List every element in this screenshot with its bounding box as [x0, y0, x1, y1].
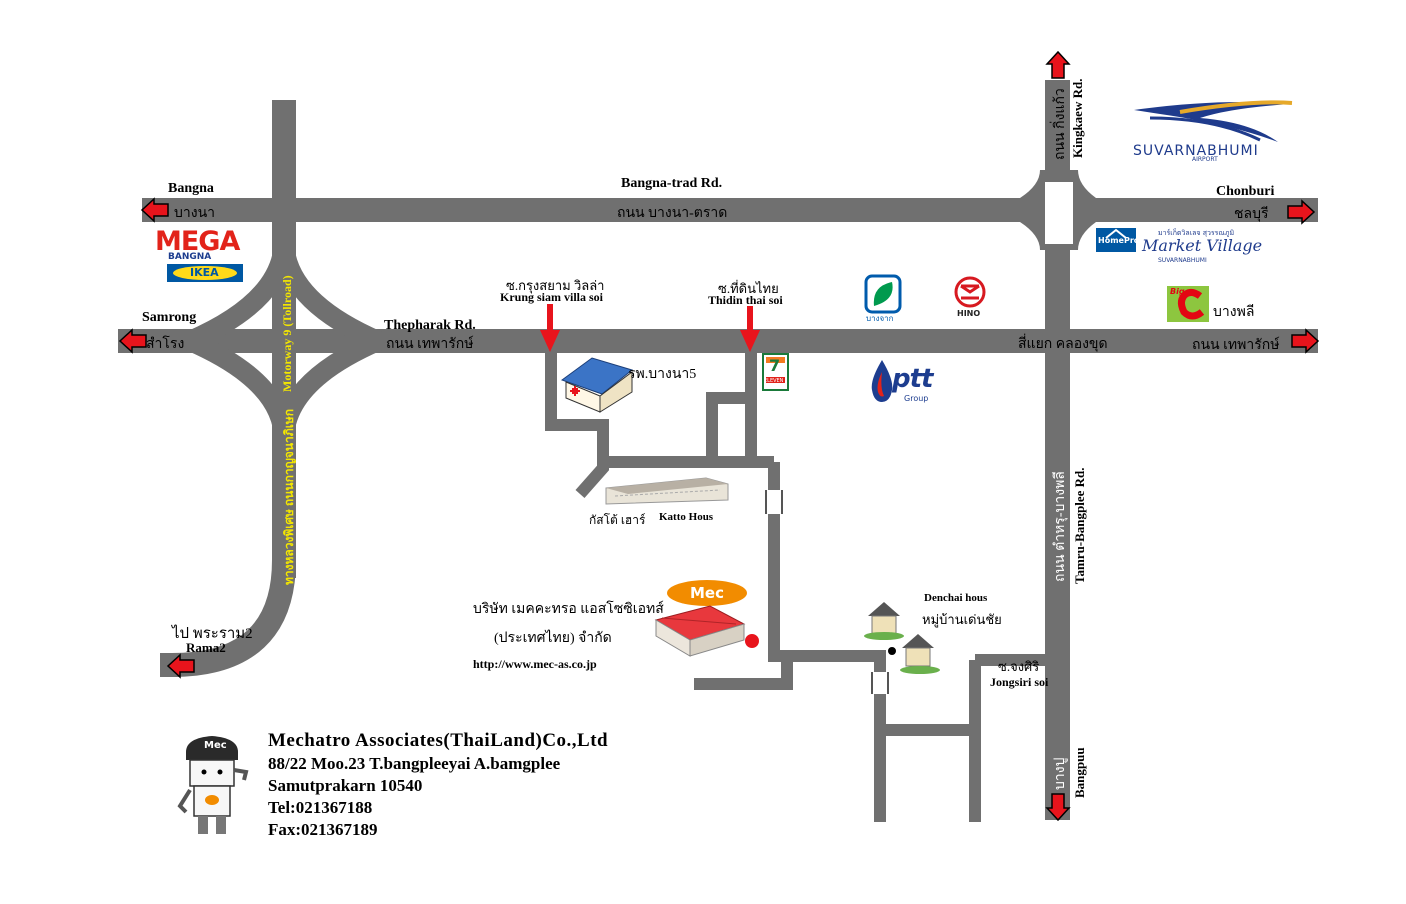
- company-fax: Fax:021367189: [268, 820, 378, 839]
- road-label-thepharak-th-right: ถนน เทพารักษ์: [1192, 338, 1280, 353]
- denchai-house-icon: [900, 634, 940, 674]
- direction-label-samrong-en: Samrong: [142, 310, 197, 325]
- soi-label-jongsiri-en: Jongsiri soi: [990, 675, 1049, 689]
- intersection-label: สี่แยก คลองขุด: [1018, 337, 1108, 352]
- road-motorway-curve: [171, 559, 296, 677]
- soi-label-jongsiri-th: ซ.จงศิริ: [998, 659, 1040, 674]
- company-address-line2: Samutprakarn 10540: [268, 776, 423, 795]
- road-label-kingkaew-en: Kingkaew Rd.: [1070, 78, 1085, 158]
- denchai-house-icon: [864, 602, 904, 640]
- ikea-logo-icon: [167, 264, 243, 282]
- company-info: Mechatro Associates(ThaiLand)Co.,Ltd 88/…: [268, 730, 608, 840]
- hino-logo-text: HINO: [957, 309, 981, 318]
- company-tel: Tel:021367188: [268, 798, 373, 817]
- ikea-logo-text: IKEA: [190, 266, 219, 279]
- ptt-logo-icon: [871, 360, 893, 402]
- road-label-motorway-en: Motorway 9 (Tollroad): [280, 275, 294, 392]
- direction-label-rama2-en: Rama2: [186, 640, 226, 655]
- direction-label-rama2-th: ไป พระราม2: [172, 626, 253, 642]
- bangchak-logo-text: บางจาก: [866, 314, 894, 323]
- seven-eleven-logo-sub: ELEVEN: [764, 378, 784, 384]
- mec-location-dot-icon: [745, 634, 759, 648]
- suvarnabhumi-logo-icon: [1134, 100, 1293, 142]
- mec-company-name-th1: บริษัท เมคคะทรอ แอสโซซิเอทส์: [473, 602, 664, 617]
- soi-label-krung-siam-en: Krung siam villa soi: [500, 290, 604, 304]
- soi-marker-arrow-icon: [540, 304, 560, 352]
- suvarnabhumi-logo-sub: AIRPORT: [1192, 156, 1218, 163]
- road-thidin-soi: [603, 353, 1045, 822]
- market-village-logo-text: Market Village: [1142, 236, 1263, 255]
- location-dot-icon: [888, 647, 896, 655]
- mec-logo-text: Mec: [690, 584, 724, 602]
- katto-house-building-icon: [605, 477, 729, 505]
- mega-logo-sub: BANGNA: [168, 252, 212, 262]
- soi-label-thidin-en: Thidin thai soi: [708, 293, 783, 307]
- arrow-up-icon: [1046, 51, 1070, 79]
- road-label-thepharak-th: ถนน เทพารักษ์: [386, 337, 474, 352]
- road-thepharak: [118, 329, 1318, 353]
- seven-eleven-logo-icon: [762, 353, 789, 391]
- mascot-icon: [177, 736, 249, 834]
- hino-logo-icon: [954, 276, 986, 308]
- bigc-logo-text: Big: [1170, 287, 1185, 296]
- landmark-label-denchai-th: หมู่บ้านเด่นชัย: [922, 612, 1002, 627]
- mascot-cap-text: Mec: [204, 740, 227, 751]
- direction-label-chonburi-th: ชลบุรี: [1234, 207, 1269, 222]
- bridge-icon: [871, 672, 889, 694]
- soi-label-krung-siam-th: ซ.กรุงสยาม วิลล่า: [506, 278, 605, 293]
- road-label-tamru-en: Tamru-Bangplee Rd.: [1072, 467, 1087, 584]
- landmark-label-katto-th: กัสโต้ เฮาร์: [589, 513, 646, 527]
- road-krung-siam-soi: [545, 353, 609, 498]
- market-village-logo-sub: SUVARNABHUMI: [1158, 257, 1207, 264]
- direction-label-bangna-th: บางนา: [174, 206, 216, 221]
- road-bangna-trad: [142, 198, 1318, 222]
- ptt-logo-text: ptt: [892, 364, 933, 394]
- direction-label-chonburi-en: Chonburi: [1216, 184, 1275, 199]
- road-interchange-ramps: [185, 239, 383, 441]
- soi-label-thidin-th: ซ.ที่ดินไทย: [718, 281, 779, 296]
- bangchak-logo-icon: [864, 274, 902, 314]
- mec-logo-icon: [667, 580, 747, 606]
- direction-label-bangpuu-th: บางปู: [1053, 757, 1068, 790]
- homepro-logo-icon: [1096, 228, 1136, 252]
- road-label-kingkaew-th: ถนน กิ่งแก้ว: [1053, 88, 1068, 160]
- bridge-icon: [765, 490, 783, 514]
- mec-company-name-th2: (ประเทศไทย) จำกัด: [494, 631, 612, 646]
- market-village-logo-th: มาร์เก็ตวิลเลจ สุวรรณภูมิ: [1158, 229, 1235, 237]
- direction-label-bangna-en: Bangna: [168, 181, 214, 196]
- suvarnabhumi-logo-text: SUVARNABHUMI: [1133, 143, 1259, 159]
- landmark-label-denchai-en: Denchai hous: [924, 592, 988, 604]
- landmark-label-katto-en: Katto Hous: [659, 511, 714, 523]
- ptt-logo-sub: Group: [904, 394, 929, 403]
- company-name: Mechatro Associates(ThaiLand)Co.,Ltd: [268, 730, 609, 751]
- mec-company-url[interactable]: http://www.mec-as.co.jp: [473, 657, 597, 671]
- direction-label-bangpuu-en: Bangpuu: [1072, 747, 1087, 798]
- soi-marker-arrow-icon: [740, 306, 760, 352]
- direction-label-samrong-th: สำโรง: [146, 337, 185, 352]
- landmark-label-hospital: รพ.บางนา5: [628, 367, 697, 382]
- road-label-bangna-trad-th: ถนน บางนา-ตราด: [617, 206, 728, 221]
- mec-factory-building-icon: [654, 605, 746, 657]
- road-label-motorway-th: ทางหลวงพิเศษ ถนนกาญจนาภิเษก: [282, 409, 296, 585]
- hospital-building-icon: [560, 357, 634, 413]
- mega-logo-text: MEGA: [155, 226, 240, 257]
- road-label-tamru-th: ถนน ตำหรุ-บางพลี: [1053, 471, 1068, 582]
- road-label-thepharak-en: Thepharak Rd.: [384, 318, 476, 333]
- bigc-logo-icon: [1167, 286, 1209, 322]
- company-address-line1: 88/22 Moo.23 T.bangpleeyai A.bamgplee: [268, 754, 561, 773]
- direction-label-bangphli-th: บางพลี: [1213, 305, 1255, 320]
- road-motorway-9: [272, 100, 296, 578]
- seven-eleven-logo-text: 7: [769, 356, 781, 375]
- road-label-bangna-trad-en: Bangna-trad Rd.: [621, 176, 723, 191]
- homepro-logo-text: HomePro: [1098, 236, 1140, 245]
